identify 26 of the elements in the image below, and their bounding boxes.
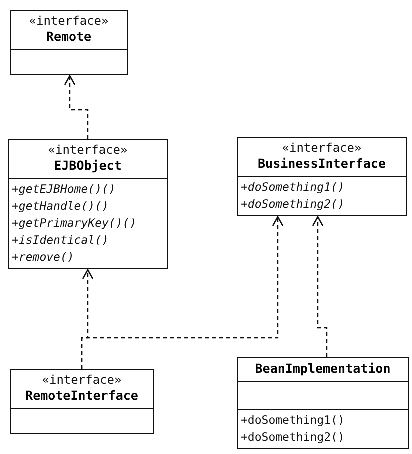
class-box [8, 139, 168, 269]
class-box [10, 10, 128, 75]
stereotype-label: «interface» [42, 373, 122, 388]
stereotype-label: «interface» [282, 141, 362, 156]
operation-label: +getHandle()() [12, 198, 109, 215]
class-box [237, 357, 409, 449]
class-box [10, 369, 154, 434]
operation-label: +doSomething1() [241, 412, 345, 429]
operation-label: +doSomething2() [241, 429, 345, 446]
operation-label: +doSomething2() [241, 196, 345, 213]
class-name: Remote [46, 29, 92, 45]
class-name: BusinessInterface [258, 156, 386, 172]
operation-label: +isIdentical() [12, 232, 109, 249]
stereotype-label: «interface» [48, 143, 128, 158]
class-name: BeanImplementation [255, 361, 391, 377]
class-box [237, 137, 407, 216]
operation-label: +getEJBHome()() [12, 181, 116, 198]
stereotype-label: «interface» [29, 14, 109, 29]
operation-label: +remove() [12, 249, 74, 266]
operation-label: +getPrimaryKey()() [12, 215, 137, 232]
dependency-arrow [312, 216, 328, 357]
dependency-arrow [64, 75, 89, 139]
operation-label: +doSomething1() [241, 179, 345, 196]
class-name: RemoteInterface [26, 388, 138, 404]
class-name: EJBObject [54, 158, 122, 174]
dependency-arrow [81, 216, 284, 369]
